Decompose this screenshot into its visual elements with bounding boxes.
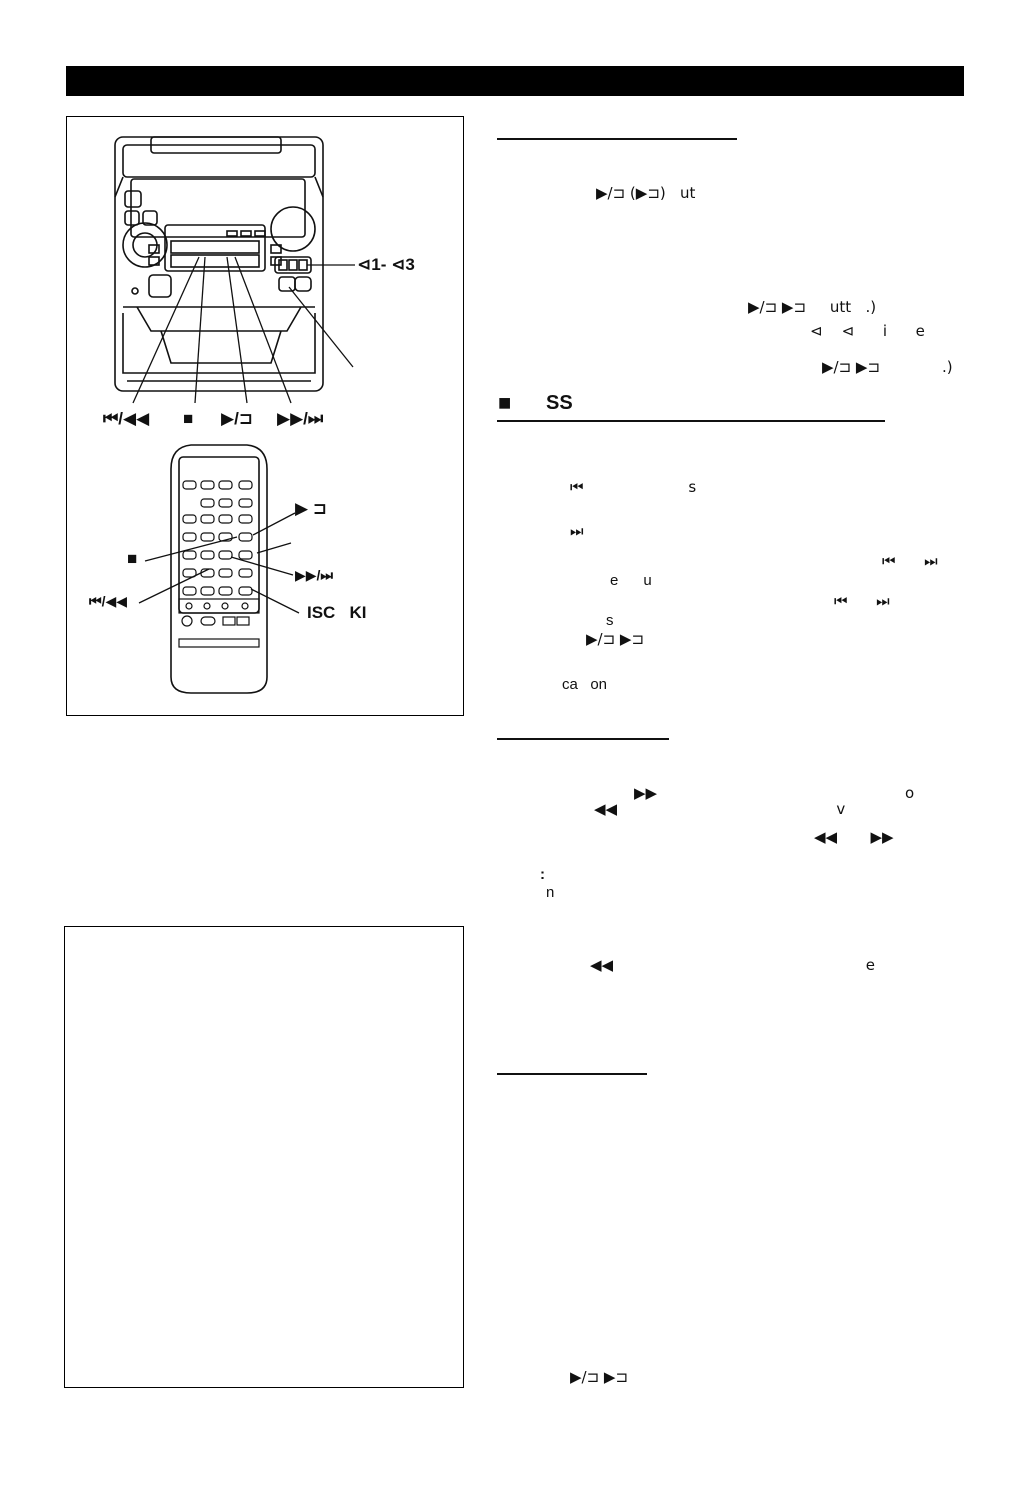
section-header-bar [66,66,964,96]
text-n: n [546,884,555,901]
text-eu: e u [610,572,652,589]
text-button-b: ▶/⊐ ▶⊐ .) [822,358,953,376]
remote-drawing [170,444,268,694]
main-unit-drawing [114,136,324,392]
text-skip-pair-2: ⏮ ⏭ [834,592,890,610]
remote-leader-lines [138,512,300,614]
text-rew-ff: ◀◀ ▶▶ [814,828,894,846]
text-play-3: ▶/⊐ ▶⊐ [570,1368,629,1386]
unit-and-remote-illustration [114,136,355,694]
text-rew-v: ◀◀ v [594,800,846,818]
remote-disc-skip-label: ISC KI [307,603,367,622]
illustration-panel: ⊲1- ⊲3 ⏮/◀◀ ■ ▶/⊐ ▶▶/⏭ ▶ ⊐ ■ ▶▶/⏭ ⏮/◀◀ I… [66,116,464,716]
ff-next-button-label: ▶▶/⏭ [277,409,324,428]
text-next: ⏭ [570,522,584,540]
text-button-a: ▶/⊐ ▶⊐ utt .) [748,298,877,316]
prev-rew-button-label: ⏮/◀◀ [103,409,150,428]
text-disc: ⊲ ⊲ i e [810,322,925,340]
section-icon: ■ [498,390,512,415]
note-box [64,926,464,1388]
text-play-2: ▶/⊐ ▶⊐ [586,630,645,648]
text-s: s [606,612,614,629]
stop-button-label: ■ [183,409,194,428]
disc-buttons-label: ⊲1- ⊲3 [357,255,415,274]
remote-play-direction-label: ▶ ⊐ [295,499,328,518]
remote-prev-rew-label: ⏮/◀◀ [89,593,128,609]
subsection-rule-3 [497,1073,647,1075]
remote-stop-label: ■ [127,549,138,568]
subsection-rule-1 [497,138,737,140]
section-rule [497,420,885,422]
play-direction-button-label: ▶/⊐ [221,409,254,428]
text-ff-o: ▶▶ o [634,784,915,802]
text-colon: : [540,866,545,883]
subsection-rule-2 [497,738,669,740]
section-heading: SS [546,392,573,414]
text-prev: ⏮ s [570,478,697,496]
text-play-button: ▶/⊐ (▶⊐) ut [596,184,696,202]
text-rew-e: ◀◀ e [590,956,876,974]
text-caon: ca on [562,676,608,693]
unit-leader-lines [132,256,355,404]
text-skip-pair: ⏮ ⏭ [882,552,938,570]
remote-ff-next-label: ▶▶/⏭ [295,567,334,583]
